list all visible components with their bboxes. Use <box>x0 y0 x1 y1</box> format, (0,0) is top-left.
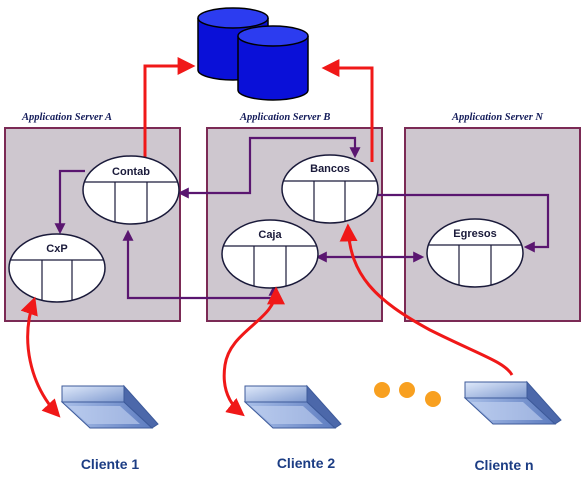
ellipsis-dots <box>374 382 441 407</box>
client-label-n: Cliente n <box>474 457 533 473</box>
server-title-b: Application Server B <box>239 112 330 123</box>
module-caja: Caja <box>221 219 319 289</box>
bancos-egresos-link <box>378 193 550 253</box>
client-label-1: Cliente 1 <box>81 456 140 472</box>
client-1-link <box>20 296 61 418</box>
module-label-bancos: Bancos <box>310 163 350 175</box>
client-n-link <box>339 223 514 376</box>
module-bancos: Bancos <box>281 154 379 224</box>
server-title-n: Application Server N <box>451 112 543 123</box>
laptop-icon <box>60 384 159 429</box>
contab-cxp-link <box>54 169 85 235</box>
server-title-a: Application Server A <box>21 112 112 123</box>
module-label-caja: Caja <box>258 229 282 241</box>
contab-bancos-link <box>177 136 361 199</box>
module-contab: Contab <box>82 155 180 225</box>
database-icon <box>237 25 309 101</box>
client-label-2: Cliente 2 <box>277 455 336 471</box>
laptop-icon <box>463 380 562 425</box>
client-2-link <box>222 286 285 417</box>
contab-database-link <box>143 57 196 165</box>
laptop-icon <box>243 384 342 429</box>
bancos-database-link <box>321 59 374 162</box>
module-label-cxp: CxP <box>46 243 67 255</box>
module-cxp: CxP <box>8 233 106 303</box>
module-label-contab: Contab <box>112 166 150 178</box>
module-egresos: Egresos <box>426 218 524 288</box>
module-label-egresos: Egresos <box>453 228 496 240</box>
